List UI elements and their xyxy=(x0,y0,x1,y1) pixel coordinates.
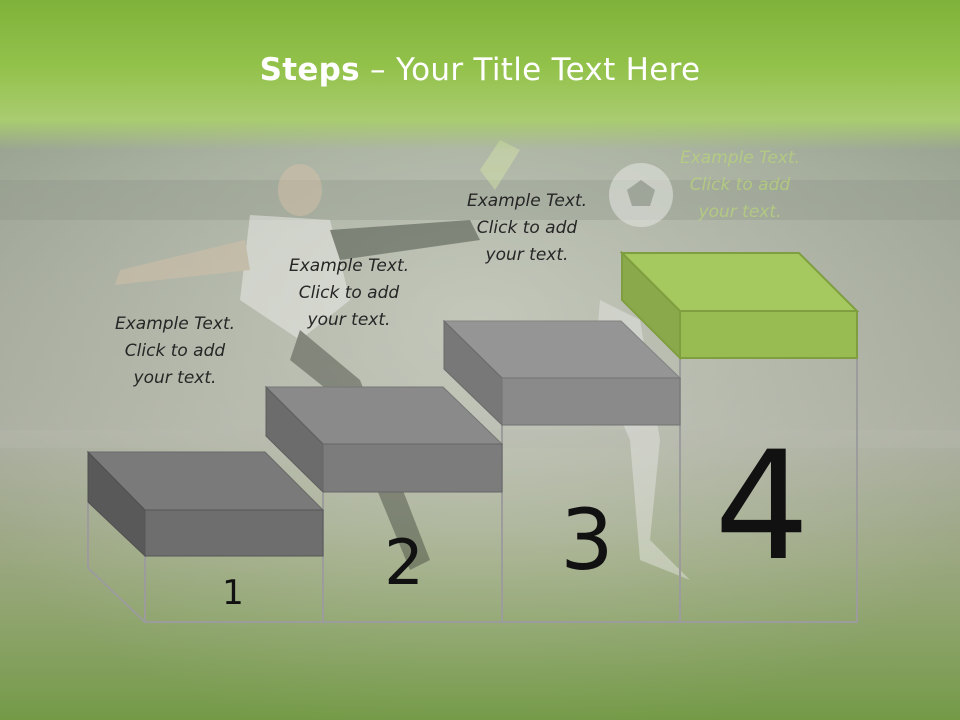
step-number-2: 2 xyxy=(384,526,423,599)
ball-icon xyxy=(609,163,673,227)
page-title: Steps – Your Title Text Here xyxy=(0,52,960,88)
step-text-3[interactable]: Example Text. Click to add your text. xyxy=(466,191,588,265)
step-block-4[interactable] xyxy=(619,250,860,361)
step-number-1: 1 xyxy=(222,573,244,613)
title-bar xyxy=(0,0,960,150)
step-text-4[interactable]: Example Text. Click to add your text. xyxy=(679,148,801,222)
step-block-1[interactable] xyxy=(86,450,325,558)
step-text-2[interactable]: Example Text. Click to add your text. xyxy=(288,256,410,330)
title-strong: Steps xyxy=(259,52,360,88)
step-block-3[interactable] xyxy=(442,319,682,427)
step-number-3: 3 xyxy=(560,491,613,589)
title-rest: – Your Title Text Here xyxy=(359,52,701,88)
step-number-4: 4 xyxy=(714,420,809,594)
step-block-2[interactable] xyxy=(264,385,504,494)
step-text-1[interactable]: Example Text. Click to add your text. xyxy=(114,314,236,388)
